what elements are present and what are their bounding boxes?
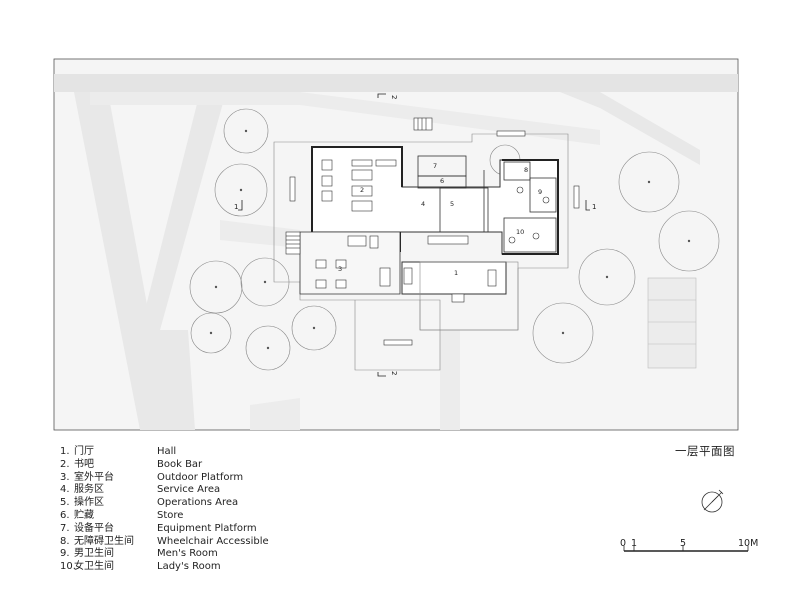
section-label: 1 [592,203,596,211]
section-label: 1 [234,203,238,211]
diagonal-path [140,92,226,330]
room-label: 5 [450,200,454,208]
room-label: 10 [516,228,524,236]
parking-slab [647,277,697,369]
legend-zh: 门厅 [74,446,94,457]
furniture [315,159,497,303]
trees [189,108,720,371]
path-strip [250,398,300,430]
room-label: 6 [440,177,444,185]
diagonal-path [148,330,195,430]
scale-label: 10M [738,538,759,549]
room-label: 1 [454,269,458,277]
legend-zh: 书吧 [74,458,94,470]
room-label: 7 [433,162,437,170]
legend-en: Service Area [157,484,221,496]
section-marks [238,93,590,377]
plan-title: 一层平面图 [675,444,735,458]
path-strip [440,330,460,430]
legend-zh: 设备平台 [74,522,114,534]
legend-en: Equipment Platform [157,522,257,534]
legend-num: 10. [60,561,76,573]
legend-num: 8. [60,535,70,547]
section-label: 2 [390,95,398,99]
room-label: 4 [421,200,425,208]
legend-num: 3. [60,471,70,483]
hall-pavilion-roof [419,261,519,331]
scale-label: 0 [620,538,627,549]
stairs [285,117,433,255]
legend-en: Wheelchair Accessible [157,535,269,547]
legend-num: 4. [60,484,70,496]
legend-en: Store [157,509,184,521]
room-label: 3 [338,265,342,273]
section-label: 2 [390,371,398,375]
north-arrow-icon [701,489,724,513]
scale-bar [623,546,749,552]
scale-label: 5 [680,538,687,549]
legend-zh: 无障碍卫生间 [74,535,134,547]
legend-num: 2. [60,458,70,470]
partitions [417,155,557,253]
legend-num: 7. [60,522,70,534]
room-label: 8 [524,166,528,174]
legend-en: Operations Area [157,497,239,509]
toilet-fixtures [508,186,550,244]
legend-num: 5. [60,497,70,509]
legend-zh: 室外平台 [74,471,114,483]
diagonal-path [90,92,600,145]
room-label: 9 [538,188,542,196]
legend-en: Hall [157,446,177,457]
path-strip [220,220,300,248]
legend-num: 1. [60,446,70,457]
legend-en: Book Bar [157,458,203,470]
tree-centers [209,129,691,350]
legend-en: Outdoor Platform [157,471,244,483]
legend-zh: 男卫生间 [74,548,114,560]
scale-label: 1 [631,538,638,549]
road-band [54,74,738,92]
diagonal-path [74,92,170,430]
legend-zh: 操作区 [74,497,104,509]
legend-en: Lady's Room [157,561,221,573]
legend-num: 9. [60,548,70,560]
room-label: 2 [360,186,364,194]
legend-en: Men's Room [157,548,218,560]
legend-num: 6. [60,509,70,521]
legend-zh: 服务区 [74,484,104,496]
legend-zh: 女卫生间 [74,561,114,573]
benches [289,130,580,346]
legend-zh: 贮藏 [74,509,94,521]
